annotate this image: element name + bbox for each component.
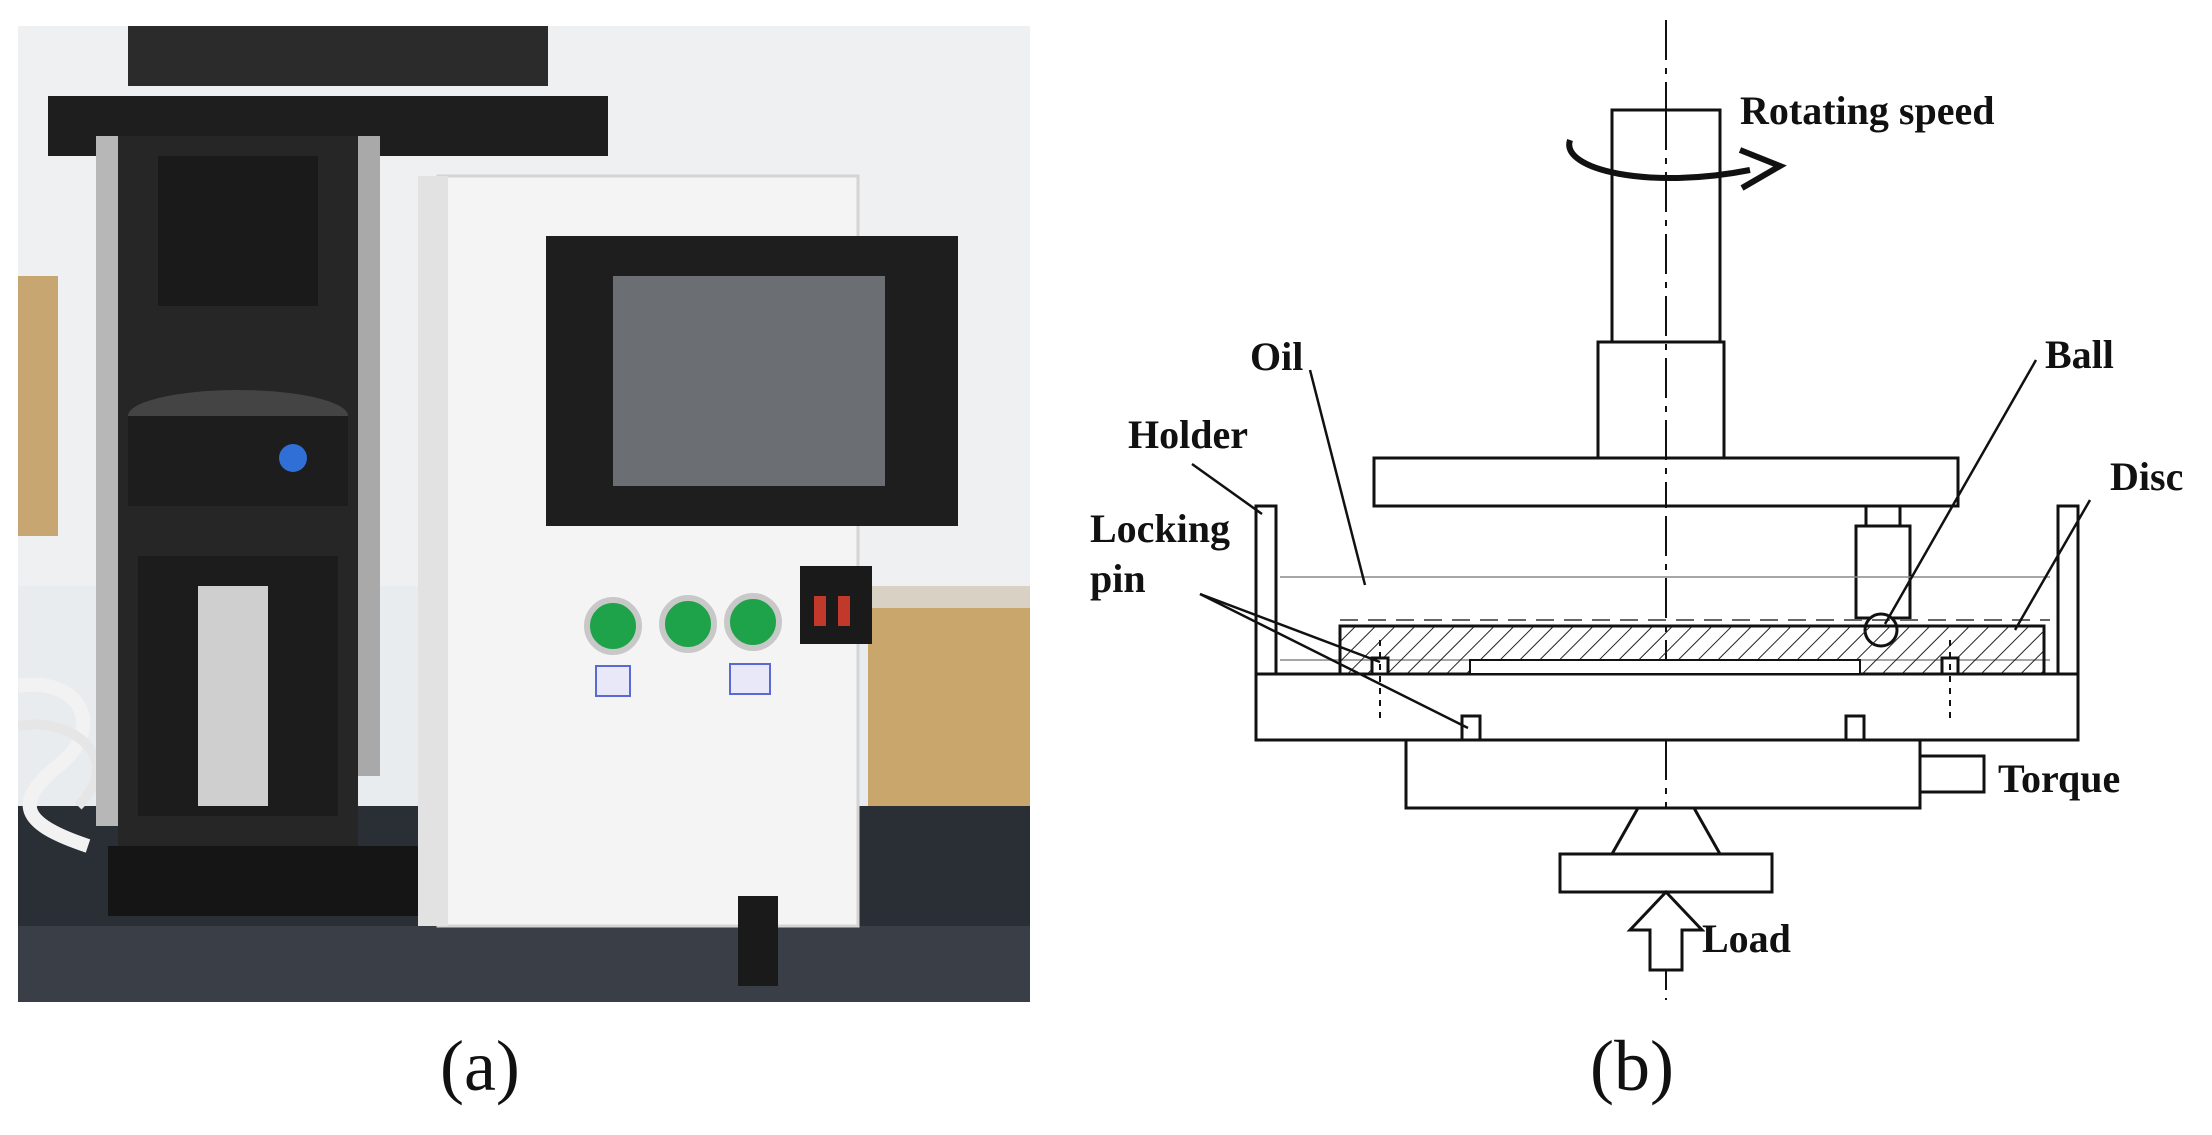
rotation-arrowhead <box>1738 147 1787 191</box>
schematic-svg: Rotating speed Oil Ball Holder Disc Lock… <box>1090 20 2183 1000</box>
top-belt-housing <box>128 26 548 86</box>
disc-leader <box>2013 499 2092 631</box>
ball-label: Ball <box>2045 332 2114 377</box>
ball-holder <box>1854 524 1912 620</box>
cable-bundle-2 <box>17 719 102 810</box>
schematic-diagram: Rotating speed Oil Ball Holder Disc Lock… <box>1090 20 2212 1010</box>
locking-pin-label-line1: Locking <box>1090 506 1230 551</box>
load-cone <box>1609 806 1723 856</box>
cable-bundle <box>16 677 91 853</box>
torque-sensor <box>1918 754 1986 794</box>
cardboard-right-top <box>868 586 1030 608</box>
shaft-collar <box>1596 340 1726 460</box>
display-digit-1 <box>814 596 826 626</box>
disc-label: Disc <box>2110 454 2183 499</box>
guide-rod-left <box>96 136 118 826</box>
locking-pin-lower-right <box>1844 714 1866 742</box>
oil-label: Oil <box>1250 334 1303 379</box>
floor <box>18 926 1030 1002</box>
holder-leader <box>1191 462 1263 516</box>
load-plate <box>1558 852 1774 894</box>
cabinet-side <box>418 176 448 926</box>
load-label: Load <box>1702 916 1791 961</box>
rotating-speed-label: Rotating speed <box>1740 88 1994 133</box>
display-digit-2 <box>838 596 850 626</box>
touch-screen <box>613 276 885 486</box>
green-button-2 <box>659 595 717 653</box>
locking-pin-lower-left <box>1460 714 1482 742</box>
pin-leader-lower <box>1199 592 1469 730</box>
button-label-1 <box>595 665 631 697</box>
pin-leader-upper <box>1199 592 1381 664</box>
base-block <box>1404 738 1922 810</box>
ball-leader <box>1883 359 2038 625</box>
lower-slot <box>198 586 268 806</box>
caption-a: (a) <box>440 1026 520 1106</box>
spindle-housing <box>158 156 318 306</box>
blue-fitting <box>279 444 307 472</box>
ball-stem-top <box>1864 504 1902 528</box>
button-label-3 <box>729 663 771 695</box>
guide-rod-right <box>358 136 380 776</box>
oil-cup <box>128 416 348 506</box>
rotation-arrow <box>1566 139 1751 181</box>
locking-pin-label-line2: pin <box>1090 556 1146 601</box>
holder-label: Holder <box>1128 412 1248 457</box>
digital-display <box>800 566 872 644</box>
torque-label: Torque <box>1998 756 2120 801</box>
green-button-3 <box>724 593 782 651</box>
tribometer-photo <box>16 26 1030 1002</box>
machine-leg <box>738 896 778 986</box>
green-button-1 <box>584 597 642 655</box>
load-arrow <box>1626 889 1706 972</box>
tribometer-photo-illustration <box>16 26 1030 1002</box>
disc-groove <box>1469 659 1861 675</box>
cardboard-left <box>18 276 58 536</box>
cardboard-right <box>868 606 1030 836</box>
oil-leader <box>1308 369 1367 586</box>
caption-b: (b) <box>1590 1026 1674 1106</box>
